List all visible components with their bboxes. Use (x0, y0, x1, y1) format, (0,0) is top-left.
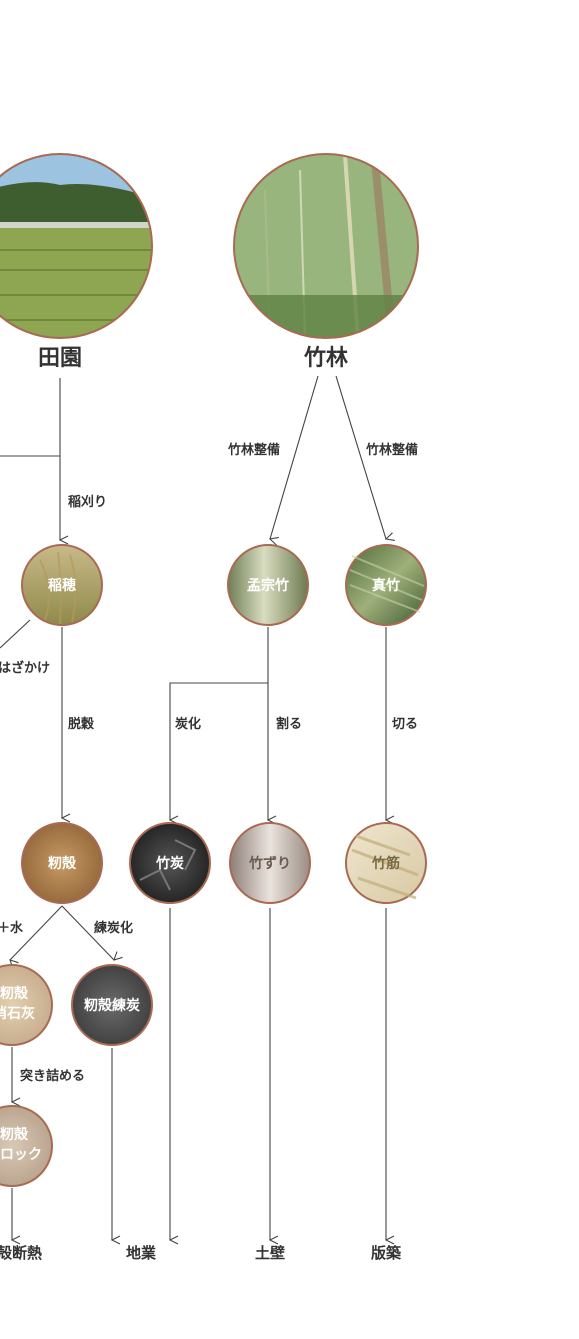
node-label-madake-bamboo: 真竹 (372, 577, 400, 594)
node-bamboo-rebar: 竹筋 (345, 822, 427, 904)
node-husk-block: 籾殻 ブロック (0, 1105, 53, 1187)
edge-label-bamboo-care-right: 竹林整備 (365, 442, 418, 458)
node-label-bamboo-lath: 竹ずり (248, 855, 291, 872)
node-bamboo-lath: 竹ずり (229, 822, 311, 904)
node-label-bamboo-rebar: 竹筋 (371, 855, 400, 872)
edge-label-threshing: 脱穀 (68, 716, 95, 732)
node-label-husk-lime-line2: 消石灰 (0, 1005, 35, 1022)
node-label-husk-lime-line1: 籾殻 (0, 985, 29, 1002)
edge-label-hazakake: はざかけ (0, 660, 50, 676)
edge-label-split: 割る (276, 716, 302, 732)
node-label-rice-ear: 稲穂 (48, 577, 76, 594)
node-label-husk-briquette: 籾殻練炭 (84, 997, 140, 1014)
node-husk-briquette: 籾殻練炭 (71, 964, 153, 1046)
node-label-bamboo-charcoal: 竹炭 (155, 855, 184, 872)
node-rice-ear: 稲穂 (21, 544, 103, 626)
node-madake-bamboo: 真竹 (345, 544, 427, 626)
bamboo-forest-label: 竹林 (303, 345, 348, 371)
edge-label-bamboo-care-left: 竹林整備 (227, 442, 280, 458)
node-label-rice-husk: 籾殻 (48, 855, 77, 872)
node-husk-slaked-lime: 籾殻 消石灰 (0, 964, 53, 1046)
field-label: 田園 (38, 345, 82, 371)
node-moso-bamboo: 孟宗竹 (227, 544, 309, 626)
edge-label-rice-cut: 稲刈り (68, 494, 107, 510)
node-bamboo-charcoal: 竹炭 (129, 822, 211, 904)
edge-label-char-kneaded: 練炭化 (94, 920, 133, 936)
edge-label-ram: 突き詰める (20, 1068, 85, 1084)
edge-label-carbonize: 炭化 (175, 716, 201, 732)
node-rice-husk: 籾殻 (21, 822, 103, 904)
endpoint-earth-wall: 土壁 (255, 1244, 285, 1262)
endpoint-husk-insulation: 籾殻断熱 (0, 1244, 42, 1262)
endpoint-foundation: 地業 (126, 1244, 157, 1262)
edge-label-plus-water: ＋水 (0, 920, 24, 936)
node-label-husk-block-line2: ブロック (0, 1146, 42, 1163)
flow-lines (0, 375, 386, 1240)
edge-label-cut: 切る (392, 717, 418, 732)
endpoint-rammed-earth: 版築 (371, 1244, 402, 1262)
bamboo-forest-photo (233, 153, 419, 339)
node-label-moso-bamboo: 孟宗竹 (247, 577, 289, 594)
field-photo (0, 153, 153, 339)
node-label-husk-block-line1: 籾殻 (0, 1126, 29, 1143)
